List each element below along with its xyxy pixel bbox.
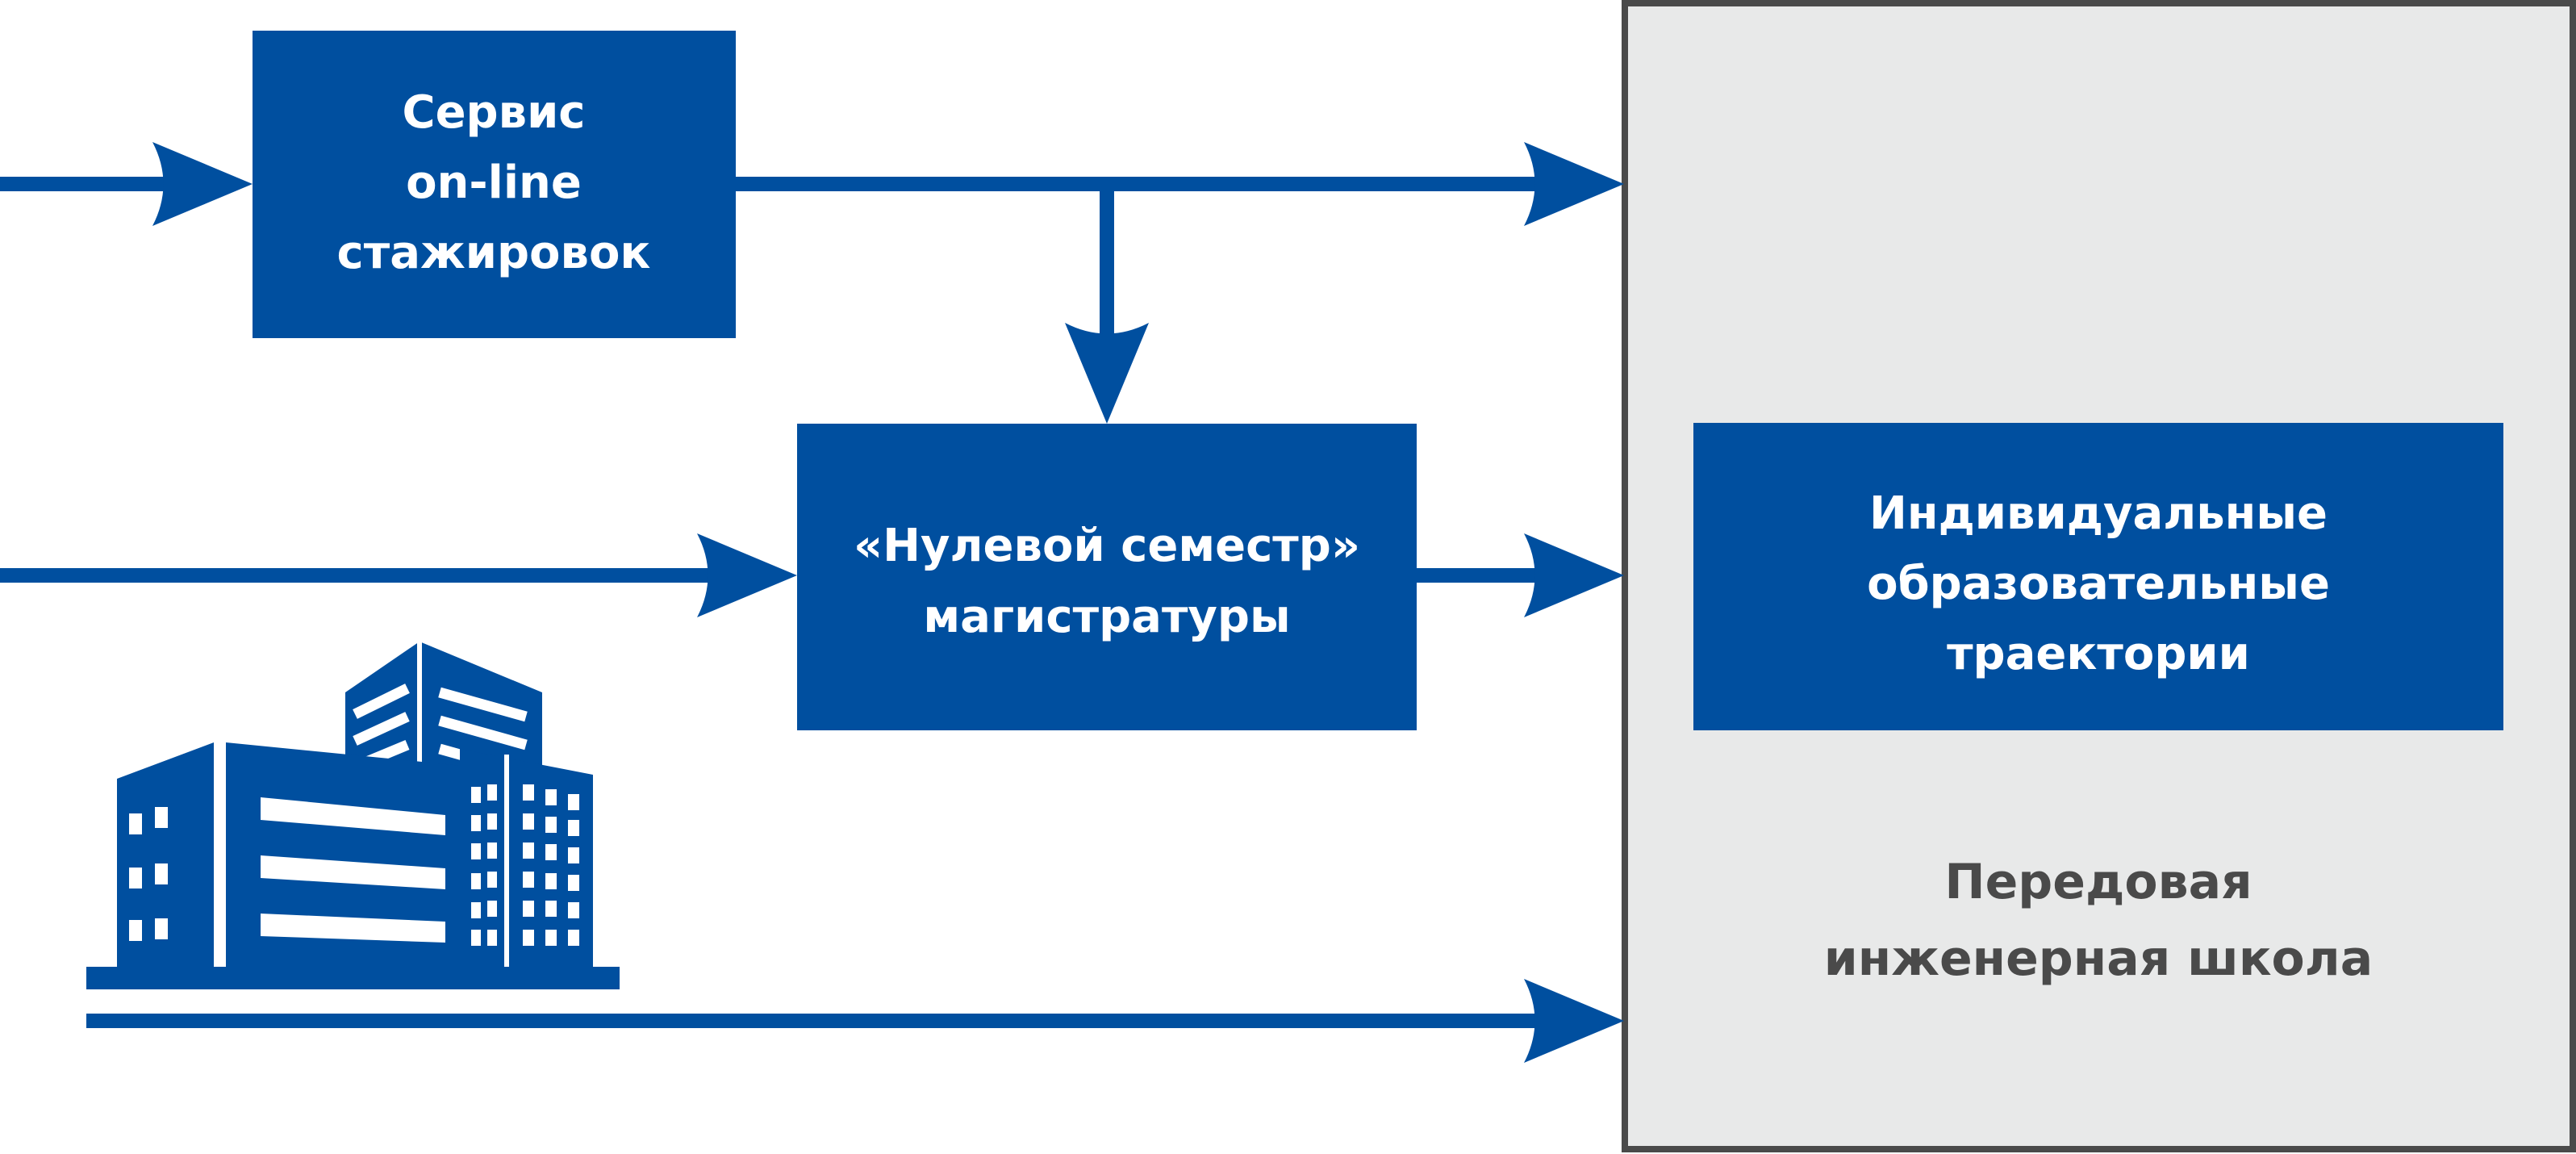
internship-service-label-line-3: стажировок <box>337 227 651 279</box>
internship-service-box-bg <box>253 31 736 338</box>
arrowhead-zero-semester-to-school <box>1524 533 1624 617</box>
zero-semester-box-bg <box>797 424 1417 730</box>
school-label-line-1: Передовая <box>1944 854 2252 910</box>
arrowhead-internship-to-school <box>1524 142 1624 226</box>
trajectories-label-line-3: траектории <box>1947 628 2250 680</box>
internship-service-label-line-1: Сервис <box>402 86 585 139</box>
zero-semester-label-line-2: магистратуры <box>923 591 1290 643</box>
zero-semester-box: «Нулевой семестр» магистратуры <box>797 424 1417 730</box>
arrow-heads <box>152 142 1624 1063</box>
trajectories-label-line-2: образовательные <box>1867 558 2330 610</box>
arrowhead-building-to-school <box>1524 979 1624 1063</box>
arrowhead-internship-to-zero-semester <box>1065 323 1149 424</box>
internship-service-label-line-2: on-line <box>406 157 582 209</box>
arrowhead-into-internship <box>152 142 253 226</box>
trajectories-box-bg <box>1693 423 2503 730</box>
zero-semester-label-line-1: «Нулевой семестр» <box>854 520 1360 572</box>
internship-service-box: Сервис on-line стажировок <box>253 31 736 338</box>
trajectories-label-line-1: Индивидуальные <box>1869 487 2328 540</box>
arrowhead-into-zero-semester <box>697 533 797 617</box>
trajectories-box: Индивидуальные образовательные траектори… <box>1693 423 2503 730</box>
office-building-icon <box>86 642 620 989</box>
school-label-line-2: инженерная школа <box>1824 930 2373 987</box>
